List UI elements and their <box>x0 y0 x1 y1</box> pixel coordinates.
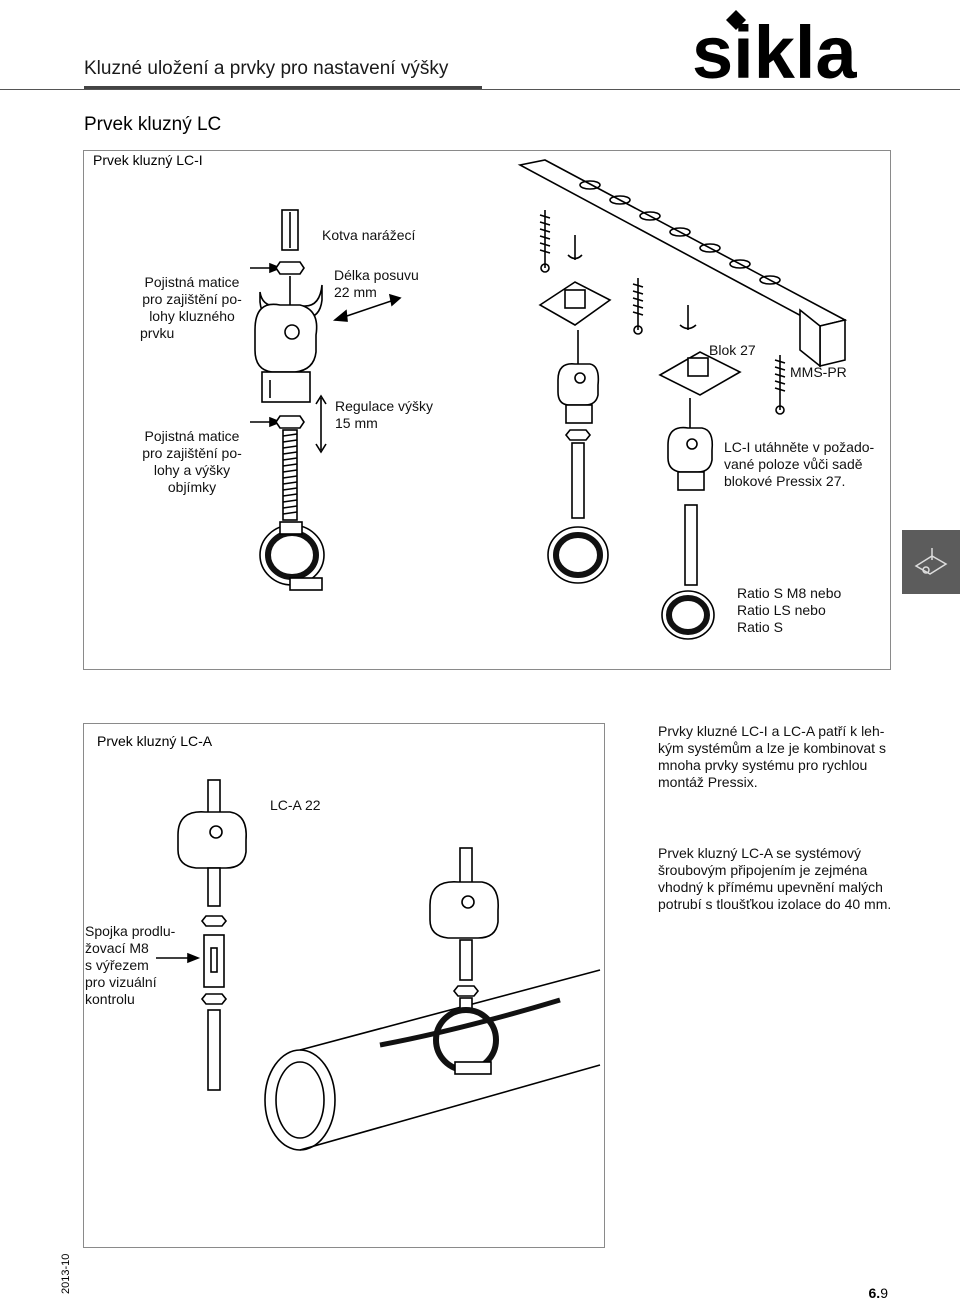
header-divider <box>0 89 960 90</box>
paragraph-combination: Prvky kluzné LC-I a LC-A patří k leh- ký… <box>658 723 886 790</box>
box-lc-a <box>83 723 605 1248</box>
page-number: 6.9 <box>868 1285 888 1301</box>
sikla-logo: sikla <box>692 8 892 94</box>
extension-coupling-icon <box>203 934 225 988</box>
label-spojka: Spojka prodlu- žovací M8 s výřezem pro v… <box>85 923 176 1007</box>
label-lc-a-22: LC-A 22 <box>270 797 321 813</box>
box-lc-i <box>83 150 891 670</box>
label-pojistna-matice-2: Pojistná matice pro zajištění po- lohy a… <box>142 428 242 495</box>
header-title: Kluzné uložení a prvky pro nastavení výš… <box>84 58 449 79</box>
nut-icon <box>275 261 305 275</box>
lc-i-illustration <box>250 159 848 640</box>
label-pojistna-matice-1: Pojistná matice pro zajištění po- lohy k… <box>140 274 242 341</box>
logo-diamond-icon <box>726 10 746 30</box>
section-title: Prvek kluzný LC <box>84 114 222 135</box>
lc-a-element-icon <box>177 811 247 869</box>
label-ratio: Ratio S M8 nebo Ratio LS nebo Ratio S <box>737 585 842 635</box>
label-regulace-vysky: Regulace výšky 15 mm <box>335 398 434 431</box>
lc-i-element-icon <box>254 276 323 403</box>
label-mms-pr: MMS-PR <box>790 364 847 380</box>
header-accent-rule <box>84 86 482 89</box>
anchor-icon <box>281 209 299 251</box>
pipe-clamp-icon <box>259 521 325 591</box>
box-lc-i-title: Prvek kluzný LC-I <box>93 152 203 168</box>
logo-text: sikla <box>692 11 857 94</box>
label-kotva: Kotva narážecí <box>322 227 416 243</box>
screw-icon <box>539 210 551 273</box>
block-27-icon <box>538 281 612 326</box>
label-utahnete: LC-I utáhněte v požado- vané poloze vůči… <box>724 439 875 489</box>
label-delka-posuvu: Délka posuvu 22 mm <box>334 267 419 300</box>
footer-date: 2013-10 <box>60 1253 72 1294</box>
box-lc-a-title: Prvek kluzný LC-A <box>97 733 213 749</box>
threaded-rod-icon <box>282 429 298 521</box>
rail-icon <box>517 159 848 368</box>
paragraph-lc-a-usage: Prvek kluzný LC-A se systémový šroubovým… <box>658 845 892 912</box>
label-blok-27: Blok 27 <box>709 342 756 358</box>
pipe-icon <box>264 969 601 1151</box>
side-tab <box>902 530 960 594</box>
side-tab-icon <box>914 548 948 575</box>
